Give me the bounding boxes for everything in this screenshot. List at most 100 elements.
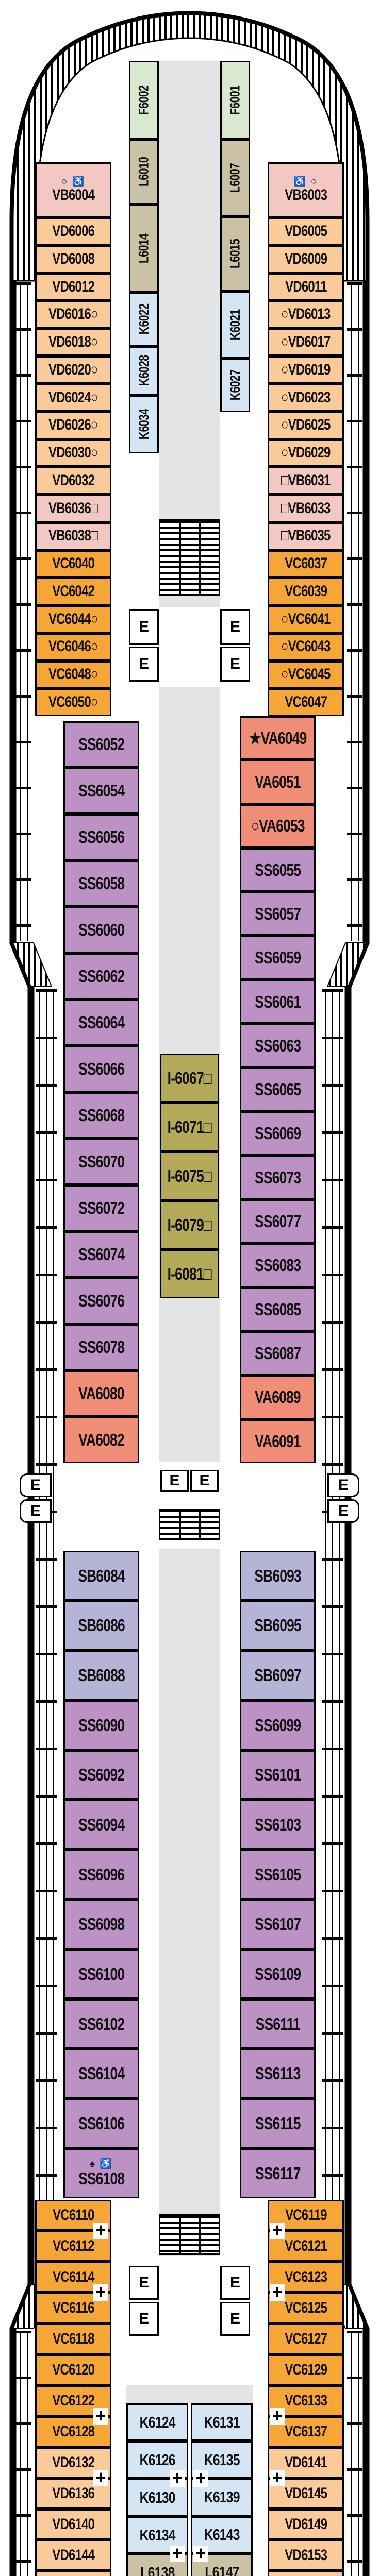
stateroom-VD6144[interactable]: VD6144	[35, 2540, 111, 2571]
stateroom-VD6141[interactable]: VD6141	[268, 2447, 344, 2478]
stateroom-SS6056[interactable]: SS6056	[63, 814, 139, 860]
stateroom-L6014[interactable]: L6014	[129, 205, 159, 292]
stateroom-SB6095[interactable]: SB6095	[240, 1600, 316, 1651]
stateroom-SS6098[interactable]: SS6098	[63, 1899, 139, 1950]
stateroom-K6022[interactable]: K6022	[129, 292, 159, 346]
stateroom-K6034[interactable]: K6034	[129, 395, 159, 453]
stateroom-K6124[interactable]: K6124	[126, 2403, 188, 2441]
stateroom-SS6077[interactable]: SS6077	[240, 1199, 316, 1244]
stateroom-VC6046[interactable]: VC6046○	[35, 633, 111, 661]
stateroom-VA6080[interactable]: VA6080	[63, 1370, 139, 1417]
stateroom-SB6088[interactable]: SB6088	[63, 1650, 139, 1701]
stateroom-F6001[interactable]: F6001	[220, 61, 250, 139]
stateroom-SS6054[interactable]: SS6054	[63, 768, 139, 814]
stateroom-VA6089[interactable]: VA6089	[240, 1375, 316, 1419]
stateroom-SS6090[interactable]: SS6090	[63, 1700, 139, 1750]
stateroom-VC6039[interactable]: VC6039	[268, 578, 344, 605]
stateroom-SS6085[interactable]: SS6085	[240, 1287, 316, 1332]
stateroom-VC6048[interactable]: VC6048○	[35, 660, 111, 689]
stateroom-VD6005[interactable]: VD6005	[268, 217, 344, 246]
stateroom-SS6062[interactable]: SS6062	[63, 953, 139, 999]
stateroom-VD6008[interactable]: VD6008	[35, 245, 111, 273]
stateroom-SS6101[interactable]: SS6101	[240, 1750, 316, 1800]
stateroom-SB6097[interactable]: SB6097	[240, 1650, 316, 1701]
stateroom-VD6153[interactable]: VD6153	[268, 2540, 344, 2571]
stateroom-VA6082[interactable]: VA6082	[63, 1417, 139, 1463]
stateroom-VD6140[interactable]: VD6140	[35, 2509, 111, 2540]
stateroom-SS6104[interactable]: SS6104	[63, 2048, 139, 2099]
stateroom-VC6118[interactable]: VC6118	[35, 2324, 111, 2354]
stateroom-VD6009[interactable]: VD6009	[268, 245, 344, 273]
stateroom-SS6108[interactable]: ♠ ♿SS6108	[63, 2148, 139, 2198]
stateroom-VC6041[interactable]: ○VC6041	[268, 605, 344, 633]
stateroom-VD6018[interactable]: VD6018○	[35, 328, 111, 357]
stateroom-VC6042[interactable]: VC6042	[35, 578, 111, 605]
stateroom-SS6105[interactable]: SS6105	[240, 1850, 316, 1900]
stateroom-SS6092[interactable]: SS6092	[63, 1750, 139, 1800]
stateroom-SS6063[interactable]: SS6063	[240, 1024, 316, 1068]
stateroom-VD6006[interactable]: VD6006	[35, 217, 111, 246]
stateroom-L6138[interactable]: L6138	[126, 2554, 188, 2576]
stateroom-SS6055[interactable]: SS6055	[240, 848, 316, 892]
stateroom-VD6148[interactable]: VD6148✻	[35, 2571, 111, 2576]
stateroom-VC6037[interactable]: VC6037	[268, 550, 344, 578]
stateroom-VD6025[interactable]: ○VD6025	[268, 411, 344, 439]
stateroom-SS6111[interactable]: SS6111	[240, 1999, 316, 2049]
stateroom-SS6083[interactable]: SS6083	[240, 1243, 316, 1287]
stateroom-SS6074[interactable]: SS6074	[63, 1231, 139, 1278]
stateroom-VD6011[interactable]: VD6011	[268, 273, 344, 301]
stateroom-VD6020[interactable]: VD6020○	[35, 356, 111, 384]
stateroom-L6015[interactable]: L6015	[220, 216, 250, 291]
stateroom-K6131[interactable]: K6131	[191, 2403, 253, 2441]
stateroom-I6067[interactable]: I-6067□	[160, 1054, 219, 1103]
stateroom-VD6145[interactable]: VD6145	[268, 2478, 344, 2509]
stateroom-K6134[interactable]: K6134	[126, 2516, 188, 2554]
stateroom-SS6058[interactable]: SS6058	[63, 860, 139, 907]
stateroom-SS6065[interactable]: SS6065	[240, 1067, 316, 1112]
stateroom-SS6070[interactable]: SS6070	[63, 1139, 139, 1185]
stateroom-SS6069[interactable]: SS6069	[240, 1111, 316, 1156]
stateroom-VD6023[interactable]: ○VD6023	[268, 384, 344, 412]
stateroom-SS6099[interactable]: SS6099	[240, 1700, 316, 1750]
stateroom-VC6127[interactable]: VC6127	[268, 2324, 344, 2354]
stateroom-VC6045[interactable]: ○VC6045	[268, 660, 344, 689]
stateroom-VD6012[interactable]: VD6012	[35, 273, 111, 301]
stateroom-SS6073[interactable]: SS6073	[240, 1155, 316, 1200]
stateroom-VC6122[interactable]: VC6122	[35, 2385, 111, 2416]
stateroom-VC6119[interactable]: VC6119	[268, 2200, 344, 2231]
stateroom-SS6068[interactable]: SS6068	[63, 1092, 139, 1139]
stateroom-VC6044[interactable]: VC6044○	[35, 605, 111, 633]
stateroom-VC6040[interactable]: VC6040	[35, 550, 111, 578]
stateroom-SS6096[interactable]: SS6096	[63, 1850, 139, 1900]
stateroom-SS6057[interactable]: SS6057	[240, 892, 316, 936]
stateroom-VB6004[interactable]: ○ ♿VB6004	[35, 162, 111, 218]
stateroom-VB6035[interactable]: □VB6035	[268, 522, 344, 550]
stateroom-L6010[interactable]: L6010	[129, 139, 159, 205]
stateroom-SS6100[interactable]: SS6100	[63, 1949, 139, 1999]
stateroom-K6021[interactable]: K6021	[220, 291, 250, 358]
stateroom-VD6157[interactable]: ✻VD6157	[268, 2571, 344, 2576]
stateroom-K6130[interactable]: K6130	[126, 2479, 188, 2516]
stateroom-VA6051[interactable]: VA6051	[240, 760, 316, 804]
stateroom-K6135[interactable]: K6135	[191, 2441, 253, 2479]
stateroom-L6007[interactable]: L6007	[220, 139, 250, 216]
stateroom-VD6149[interactable]: VD6149	[268, 2509, 344, 2540]
stateroom-SS6103[interactable]: SS6103	[240, 1800, 316, 1850]
stateroom-VD6017[interactable]: ○VD6017	[268, 328, 344, 357]
stateroom-VB6031[interactable]: □VB6031	[268, 467, 344, 495]
stateroom-K6139[interactable]: K6139	[191, 2478, 253, 2516]
stateroom-SS6113[interactable]: SS6113	[240, 2048, 316, 2099]
stateroom-SS6107[interactable]: SS6107	[240, 1899, 316, 1950]
stateroom-I6079[interactable]: I-6079□	[160, 1200, 219, 1249]
stateroom-SS6064[interactable]: SS6064	[63, 999, 139, 1046]
stateroom-I6075[interactable]: I-6075□	[160, 1151, 219, 1200]
stateroom-SS6106[interactable]: SS6106	[63, 2098, 139, 2149]
stateroom-VB6033[interactable]: □VB6033	[268, 495, 344, 522]
stateroom-K6126[interactable]: K6126	[126, 2441, 188, 2479]
stateroom-SS6061[interactable]: SS6061	[240, 979, 316, 1024]
stateroom-VB6038[interactable]: VB6038□	[35, 522, 111, 550]
stateroom-VA6091[interactable]: VA6091	[240, 1419, 316, 1463]
stateroom-VD6029[interactable]: ○VD6029	[268, 439, 344, 467]
stateroom-VC6120[interactable]: VC6120	[35, 2354, 111, 2385]
stateroom-VA6053[interactable]: ○VA6053	[240, 804, 316, 848]
